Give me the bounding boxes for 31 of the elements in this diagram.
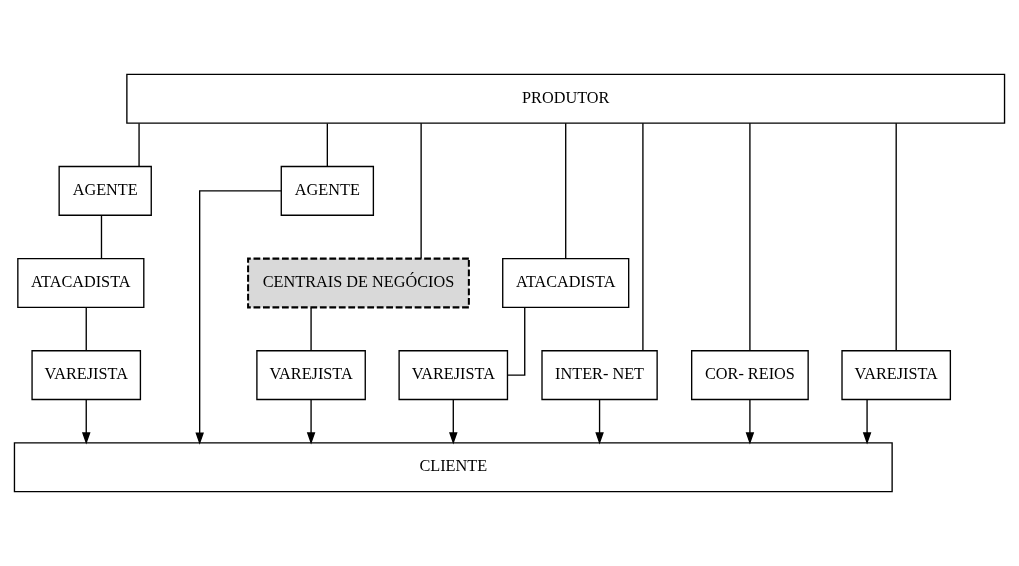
connector <box>749 122 751 352</box>
node-box: CLIENTE <box>13 442 893 493</box>
connector <box>420 122 422 260</box>
connector <box>326 122 328 167</box>
node-box: INTER- NET <box>541 350 658 401</box>
node-box: COR- REIOS <box>691 350 809 401</box>
node-box: VAREJISTA <box>256 350 366 401</box>
connector <box>507 307 526 376</box>
arrow <box>595 399 604 445</box>
node-box: PRODUTOR <box>126 73 1006 124</box>
connector <box>138 122 140 167</box>
node-box: AGENTE <box>58 165 152 216</box>
arrow <box>745 399 755 445</box>
connector <box>310 307 312 352</box>
connector <box>85 307 87 352</box>
node-box: ATACADISTA <box>502 257 630 309</box>
arrow <box>449 399 458 445</box>
connector <box>565 122 567 260</box>
node-box: AGENTE <box>280 165 375 216</box>
arrow <box>81 399 91 445</box>
connector <box>100 214 103 259</box>
arrow <box>306 399 316 445</box>
node-box: VAREJISTA <box>31 350 142 401</box>
connector <box>895 122 897 352</box>
node-box: VAREJISTA <box>398 350 509 401</box>
node-box: ATACADISTA <box>17 257 145 309</box>
connector <box>642 122 644 352</box>
node-box: VAREJISTA <box>841 350 952 401</box>
node-box: CENTRAIS DE NEGÓCIOS <box>247 257 470 309</box>
arrow <box>195 190 282 445</box>
arrow <box>862 399 872 445</box>
